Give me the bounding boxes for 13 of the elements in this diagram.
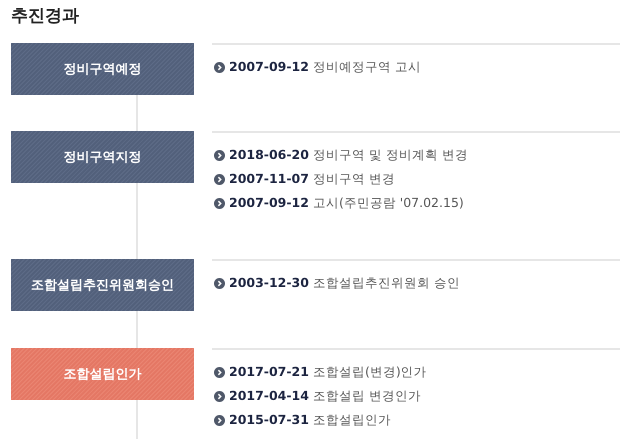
event-text: 2007-09-12 정비예정구역 고시 [229,58,421,76]
event-text: 2017-07-21 조합설립(변경)인가 [229,363,427,381]
event-text: 2018-06-20 정비구역 및 정비계획 변경 [229,146,468,164]
event-text: 2015-07-31 조합설립인가 [229,411,391,429]
event-text: 2003-12-30 조합설립추진위원회 승인 [229,274,460,292]
event-text: 2007-09-12 고시(주민공람 '07.02.15) [229,194,464,212]
stage-box: 정비구역지정 [11,131,194,183]
event-text: 2007-11-07 정비구역 변경 [229,170,395,188]
event-text: 2017-04-14 조합설립 변경인가 [229,387,421,405]
stage-box: 정비구역예정 [11,43,194,95]
page-title: 추진경과 [11,5,79,27]
stage-box: 조합설립추진위원회승인 [11,259,194,311]
stage-box: 조합설립인가 [11,348,194,400]
